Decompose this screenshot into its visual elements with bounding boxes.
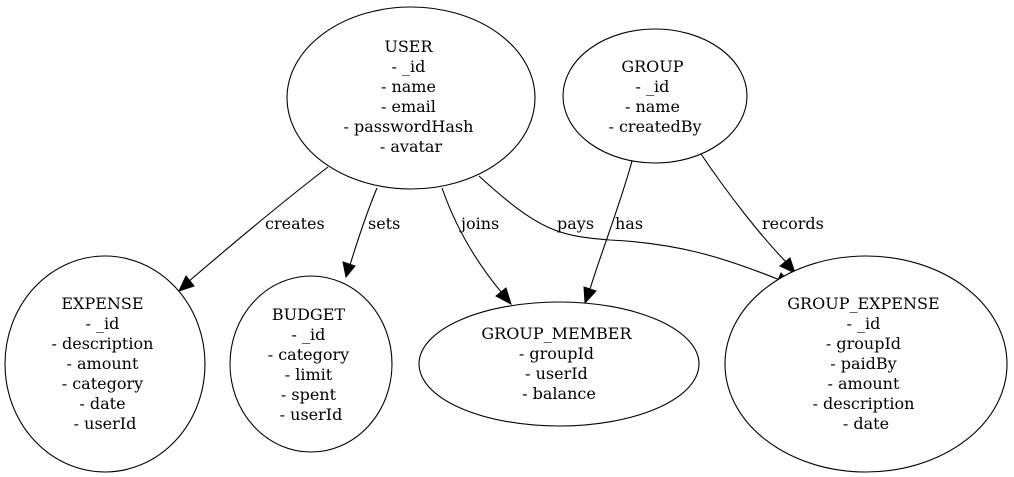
node-group-expense-field: - description xyxy=(813,394,915,413)
node-user-title: USER xyxy=(384,37,433,56)
node-budget: BUDGET - _id - category - limit - spent … xyxy=(229,275,393,453)
edge-records-label: records xyxy=(762,214,824,233)
node-budget-field: - category xyxy=(268,345,349,364)
node-expense: EXPENSE - _id - description - amount - c… xyxy=(4,255,206,473)
edge-joins: joins xyxy=(441,187,512,306)
edge-has-arrowhead xyxy=(583,286,597,305)
node-group-title: GROUP xyxy=(621,57,683,76)
node-group-expense-field: - date xyxy=(843,414,889,433)
node-expense-field: - _id xyxy=(86,314,120,333)
edge-pays-line xyxy=(478,175,781,281)
node-group-member-field: - userId xyxy=(525,364,588,383)
node-group-text: GROUP - _id - name - createdBy xyxy=(608,57,701,136)
edge-has: has xyxy=(583,160,643,305)
edge-creates-line xyxy=(187,166,329,283)
node-expense-field: - description xyxy=(52,334,154,353)
node-group-expense-field: - paidBy xyxy=(830,354,896,373)
node-group-member-field: - groupId xyxy=(519,344,594,363)
edge-records-line xyxy=(700,153,787,263)
node-group-expense-text: GROUP_EXPENSE - _id - groupId - paidBy -… xyxy=(787,294,944,433)
edge-creates: creates xyxy=(178,166,329,292)
edge-records-arrowhead xyxy=(779,257,796,274)
node-user-field: - avatar xyxy=(380,137,443,156)
node-expense-field: - amount xyxy=(67,354,139,373)
edge-joins-line xyxy=(441,187,503,294)
node-group-expense: GROUP_EXPENSE - _id - groupId - paidBy -… xyxy=(724,255,1008,473)
node-budget-title: BUDGET xyxy=(272,305,346,324)
edge-creates-arrowhead xyxy=(178,275,195,292)
node-group-expense-shape xyxy=(724,255,1008,473)
node-user-shape xyxy=(286,6,536,190)
node-group-member-title: GROUP_MEMBER xyxy=(481,324,632,343)
node-budget-field: - _id xyxy=(292,325,326,344)
edge-has-line xyxy=(589,160,633,290)
edge-creates-label: creates xyxy=(265,214,325,233)
node-user-field: - name xyxy=(381,77,436,96)
node-group-member-shape xyxy=(418,301,700,427)
node-group-expense-field: - groupId xyxy=(826,334,901,353)
node-group-member: GROUP_MEMBER - groupId - userId - balanc… xyxy=(418,301,700,427)
node-expense-field: - userId xyxy=(74,414,137,433)
node-group-expense-field: - _id xyxy=(847,314,881,333)
edge-joins-label: joins xyxy=(459,214,499,233)
edge-joins-arrowhead xyxy=(495,287,512,306)
node-budget-text: BUDGET - _id - category - limit - spent … xyxy=(268,305,355,424)
edge-sets-arrowhead xyxy=(342,261,356,279)
edge-sets-label: sets xyxy=(368,214,400,233)
node-budget-field: - limit xyxy=(285,365,333,384)
node-user-field: - _id xyxy=(392,57,426,76)
node-expense-shape xyxy=(4,255,206,473)
node-expense-field: - category xyxy=(62,374,143,393)
node-group-expense-title: GROUP_EXPENSE xyxy=(787,294,939,313)
edge-sets-line xyxy=(349,187,378,266)
node-group-field: - createdBy xyxy=(608,117,701,136)
node-group-member-field: - balance xyxy=(522,384,596,403)
edge-pays-label: pays xyxy=(557,214,594,233)
node-user-text: USER - _id - name - email - passwordHash… xyxy=(343,37,478,156)
node-user: USER - _id - name - email - passwordHash… xyxy=(286,6,536,190)
node-group-shape xyxy=(562,28,748,164)
node-group-expense-field: - amount xyxy=(828,374,900,393)
node-group-field: - _id xyxy=(636,77,670,96)
node-budget-field: - userId xyxy=(280,405,343,424)
node-expense-text: EXPENSE - _id - description - amount - c… xyxy=(52,294,159,433)
node-group-field: - name xyxy=(625,97,680,116)
node-user-field: - email xyxy=(381,97,436,116)
node-group: GROUP - _id - name - createdBy xyxy=(562,28,748,164)
node-expense-title: EXPENSE xyxy=(61,294,143,313)
node-budget-shape xyxy=(229,275,393,453)
node-group-member-text: GROUP_MEMBER - groupId - userId - balanc… xyxy=(481,324,636,403)
node-user-field: - passwordHash xyxy=(343,117,473,136)
node-budget-field: - spent xyxy=(281,385,337,404)
edge-records: records xyxy=(700,153,824,274)
node-expense-field: - date xyxy=(79,394,125,413)
edge-has-label: has xyxy=(615,214,643,233)
edge-sets: sets xyxy=(342,187,400,279)
